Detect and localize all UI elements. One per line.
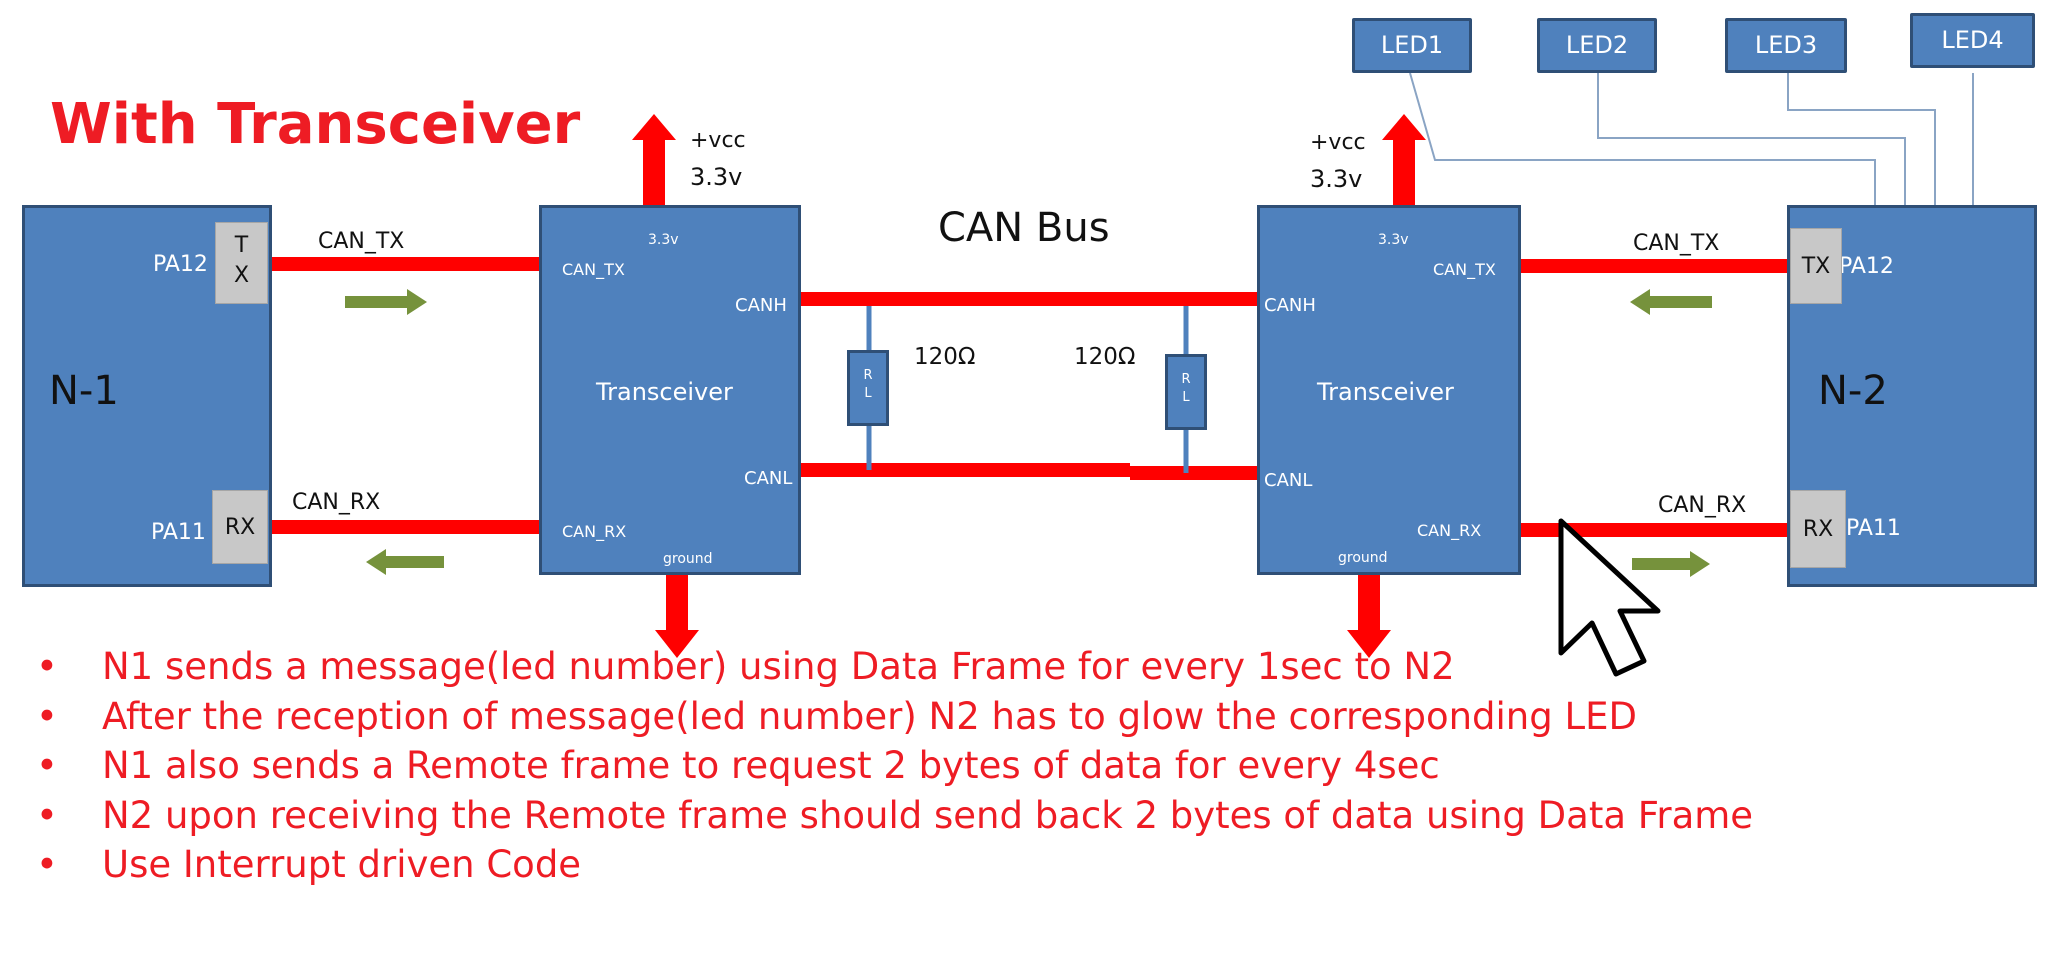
vcc1-arrow — [632, 114, 676, 207]
right-can-tx-wire-label: CAN_TX — [1633, 231, 1720, 256]
requirement-text-1: N1 sends a message(led number) using Dat… — [102, 645, 1455, 688]
transceiver1-canl-label: CANL — [744, 468, 793, 489]
requirements-list: • N1 sends a message(led number) using Da… — [32, 642, 1753, 890]
transceiver1-ground-label: ground — [663, 551, 713, 567]
vcc2-arrow — [1382, 114, 1426, 207]
led3-box: LED3 — [1725, 18, 1847, 73]
requirement-item-5: • Use Interrupt driven Code — [32, 840, 1753, 890]
requirement-text-4: N2 upon receiving the Remote frame shoul… — [102, 793, 1754, 837]
termination-resistor-2-value: 120Ω — [1074, 344, 1136, 370]
requirement-item-1: • N1 sends a message(led number) using Da… — [32, 642, 1753, 692]
canl-bus-line-left — [798, 463, 1130, 477]
canh-bus-line-left — [798, 292, 1130, 306]
transceiver1-can-rx-label: CAN_RX — [562, 522, 627, 541]
transceiver1-supply-label: 3.3v — [648, 232, 679, 248]
signal-wires — [268, 257, 1790, 537]
termination-resistor-1-value: 120Ω — [914, 344, 976, 370]
requirement-item-4: • N2 upon receiving the Remote frame shou… — [32, 791, 1753, 841]
transceiver1-canh-label: CANH — [735, 295, 787, 316]
left-can-rx-wire-label: CAN_RX — [292, 490, 381, 515]
ground2-arrow — [1347, 572, 1391, 658]
bullet-dot-icon: • — [36, 694, 58, 738]
node-n1-pa12-label: PA12 — [153, 252, 208, 277]
node-n2-tx-pin: TX — [1790, 228, 1842, 304]
termination-resistor-1: R L — [847, 350, 889, 426]
mouse-cursor-icon — [1558, 518, 1661, 677]
led-connector-lines — [1409, 72, 1974, 207]
direction-arrows — [345, 289, 1712, 577]
led3-connector-line — [1787, 73, 1936, 207]
transceiver1-label: Transceiver — [596, 378, 733, 406]
left-can-tx-wire — [268, 257, 540, 271]
termination-resistor-2: R L — [1165, 354, 1207, 430]
requirement-text-3: N1 also sends a Remote frame to request … — [102, 744, 1440, 787]
node-n1-rx-pin: RX — [212, 490, 268, 564]
transceiver2-ground-label: ground — [1338, 550, 1388, 566]
slide-title: With Transceiver — [50, 92, 581, 157]
canh-bus-line-right — [1130, 292, 1260, 306]
requirement-text-2: After the reception of message(led numbe… — [102, 694, 1637, 738]
left-can-rx-wire — [268, 520, 540, 534]
led2-box: LED2 — [1537, 18, 1657, 73]
led1-box: LED1 — [1352, 18, 1472, 73]
requirement-item-2: • After the reception of message(led numb… — [32, 692, 1753, 742]
right-tx-direction-arrow — [1630, 289, 1712, 315]
bullet-dot-icon: • — [36, 843, 58, 886]
right-can-tx-wire — [1518, 259, 1790, 273]
left-tx-direction-arrow — [345, 289, 427, 315]
vcc2-label-line2: 3.3v — [1310, 165, 1363, 193]
transceiver2-block: 3.3v CAN_TX CANH Transceiver CANL CAN_RX… — [1257, 205, 1521, 575]
left-rx-direction-arrow — [366, 549, 444, 575]
requirement-text-5: Use Interrupt driven Code — [102, 843, 582, 886]
led1-connector-line — [1409, 72, 1876, 207]
node-n1-pa11-label: PA11 — [151, 520, 206, 545]
left-can-tx-wire-label: CAN_TX — [318, 229, 405, 254]
led2-connector-line — [1597, 73, 1906, 207]
bullet-dot-icon: • — [36, 793, 58, 837]
ground1-arrow — [655, 572, 699, 658]
requirement-item-3: • N1 also sends a Remote frame to request… — [32, 741, 1753, 791]
canl-bus-line-right — [1130, 466, 1260, 480]
transceiver1-can-tx-label: CAN_TX — [562, 260, 625, 279]
resistor-leads — [866, 306, 1189, 473]
node-n2-label: N-2 — [1818, 368, 1888, 414]
right-rx-direction-arrow — [1632, 551, 1710, 577]
node-n2-rx-pin: RX — [1790, 490, 1846, 568]
can-bus-label: CAN Bus — [938, 205, 1110, 251]
transceiver2-canh-label: CANH — [1264, 295, 1316, 316]
node-n2-pa12-label: PA12 — [1839, 254, 1894, 279]
bullet-dot-icon: • — [36, 645, 58, 688]
transceiver2-canl-label: CANL — [1264, 470, 1313, 491]
vcc1-label-line1: +vcc — [690, 128, 746, 153]
node-n1-label: N-1 — [49, 368, 119, 414]
power-arrows — [632, 114, 1426, 658]
transceiver1-block: 3.3v CAN_TX CANH Transceiver CANL CAN_RX… — [539, 205, 801, 575]
led4-box: LED4 — [1910, 13, 2035, 68]
node-n1-tx-pin: T X — [215, 222, 268, 304]
transceiver2-can-rx-label: CAN_RX — [1417, 521, 1482, 540]
vcc2-label-line1: +vcc — [1310, 130, 1366, 155]
node-n2-pa11-label: PA11 — [1846, 516, 1901, 541]
bullet-dot-icon: • — [36, 744, 58, 787]
transceiver2-can-tx-label: CAN_TX — [1433, 260, 1496, 279]
transceiver2-label: Transceiver — [1317, 378, 1454, 406]
vcc1-label-line2: 3.3v — [690, 163, 743, 191]
right-can-rx-wire — [1518, 523, 1790, 537]
right-can-rx-wire-label: CAN_RX — [1658, 493, 1747, 518]
transceiver2-supply-label: 3.3v — [1378, 232, 1409, 248]
